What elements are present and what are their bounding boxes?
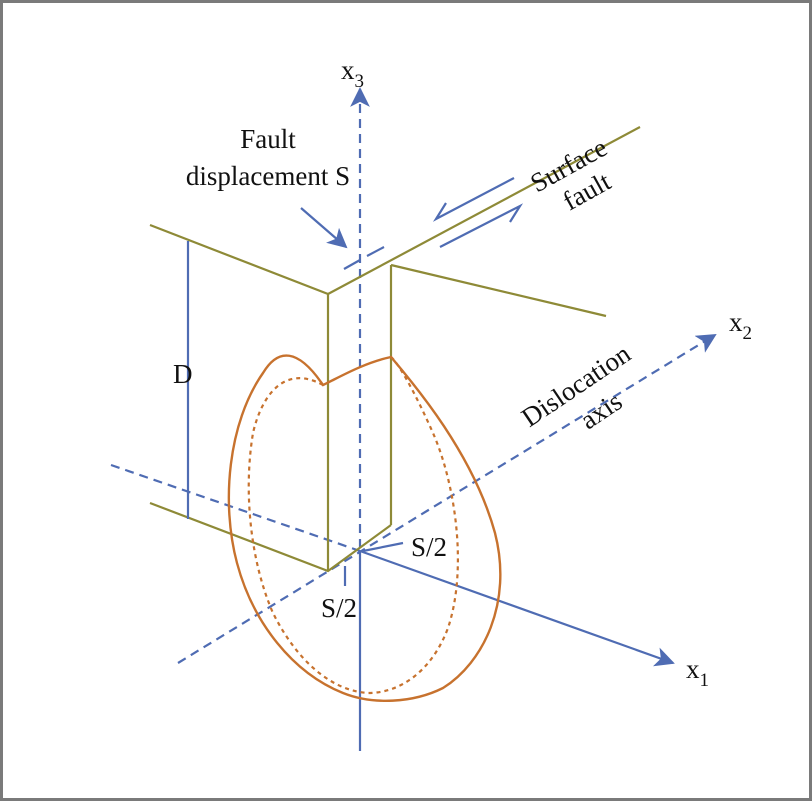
x3-axis-label: x3: [341, 55, 364, 92]
slip-arrow-left: [432, 177, 515, 222]
x2-axis-label: x2: [729, 307, 752, 344]
depth-label: D: [173, 359, 193, 389]
fault-dislocation-diagram: x3 x2 x1 Fault displacement S Surface fa…: [110, 55, 752, 751]
half-slip-label-left: S/2: [321, 593, 357, 623]
dislocation-loop-solid: [227, 354, 502, 702]
dislocation-loop-dashed: [247, 356, 459, 695]
x1-axis-label: x1: [686, 654, 709, 691]
displacement-tick-2: [366, 246, 385, 257]
slip-arrows: [432, 177, 524, 248]
displacement-tick-1: [343, 259, 361, 270]
half-slip-leader-right: [362, 541, 404, 553]
fault-displacement-label-line1: Fault: [240, 124, 296, 154]
fault-trace-dashed: [110, 463, 361, 553]
left-block-top-surface: [149, 223, 330, 571]
slip-arrow-right: [439, 203, 524, 248]
fault-displacement-pointer: [300, 207, 348, 249]
right-block-top-edge: [390, 263, 607, 318]
fault-planes: [149, 126, 641, 573]
fault-displacement-label-line2: displacement S: [186, 161, 350, 191]
x1-axis: [359, 549, 675, 667]
half-slip-label-right: S/2: [411, 532, 447, 562]
surface-fault-line: [327, 126, 641, 295]
left-block-bottom: [149, 501, 392, 573]
